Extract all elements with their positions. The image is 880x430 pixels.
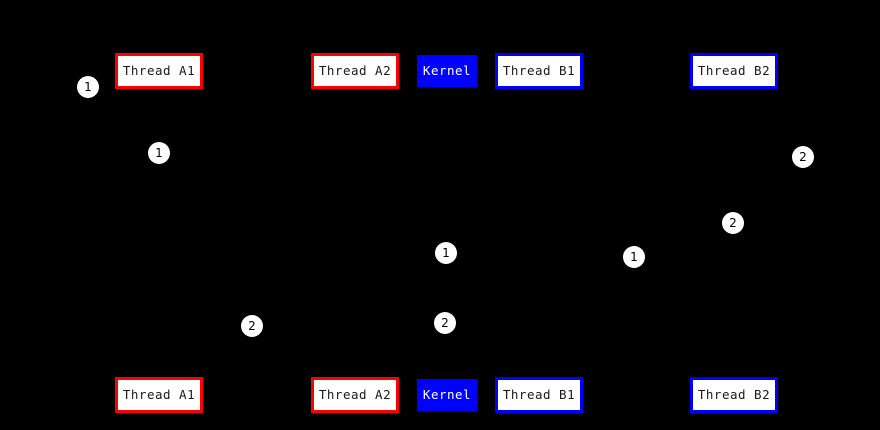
participant-box-kernel-bottom[interactable]: Kernel	[417, 379, 477, 411]
step-badge-label: 2	[799, 150, 807, 164]
step-badge-a1-send: 1	[148, 142, 170, 164]
participant-label: Thread A2	[318, 62, 392, 78]
participant-box-kernel-top[interactable]: Kernel	[417, 55, 477, 87]
step-badge-kernel-out: 2	[434, 312, 456, 334]
participant-box-thread-a1-top[interactable]: Thread A1	[115, 53, 203, 89]
message-arrow-4	[251, 222, 735, 326]
participant-label: Thread B1	[502, 386, 576, 402]
participant-box-thread-a1-bottom[interactable]: Thread A1	[115, 377, 203, 413]
participant-label: Thread B1	[502, 62, 576, 78]
step-badge-b2-entry: 2	[792, 146, 814, 168]
message-arrow-1	[158, 155, 447, 254]
participant-box-thread-a2-bottom[interactable]: Thread A2	[311, 377, 399, 413]
participant-box-thread-b1-bottom[interactable]: Thread B1	[495, 377, 583, 413]
participant-label: Thread B2	[697, 386, 771, 402]
participant-label: Kernel	[422, 386, 472, 402]
step-badge-label: 1	[442, 246, 450, 260]
step-badge-b1-recv: 1	[623, 246, 645, 268]
participant-box-thread-b1-top[interactable]: Thread B1	[495, 53, 583, 89]
participant-label: Thread B2	[697, 62, 771, 78]
participant-label: Thread A1	[122, 386, 196, 402]
step-badge-a1-entry: 1	[77, 76, 99, 98]
step-badge-label: 2	[248, 319, 256, 333]
message-arrow-2	[445, 156, 734, 325]
message-arrow-3	[446, 253, 634, 258]
step-badge-label: 1	[155, 146, 163, 160]
participant-box-thread-b2-bottom[interactable]: Thread B2	[690, 377, 778, 413]
step-badge-label: 2	[441, 316, 449, 330]
participant-label: Thread A1	[122, 62, 196, 78]
step-badge-a1-recv: 2	[241, 315, 263, 337]
participant-box-thread-b2-top[interactable]: Thread B2	[690, 53, 778, 89]
lifeline-kernel	[447, 89, 448, 377]
lifeline-thread-b1	[539, 89, 540, 377]
participant-box-thread-a2-top[interactable]: Thread A2	[311, 53, 399, 89]
participant-label: Kernel	[422, 62, 472, 78]
step-badge-label: 1	[630, 250, 638, 264]
step-badge-label: 2	[729, 216, 737, 230]
lifeline-thread-a1	[159, 89, 160, 377]
participant-label: Thread A2	[318, 386, 392, 402]
step-badge-kernel-in: 1	[435, 242, 457, 264]
step-badge-label: 1	[84, 80, 92, 94]
step-badge-b2-send: 2	[722, 212, 744, 234]
lifeline-thread-a2	[355, 89, 356, 377]
